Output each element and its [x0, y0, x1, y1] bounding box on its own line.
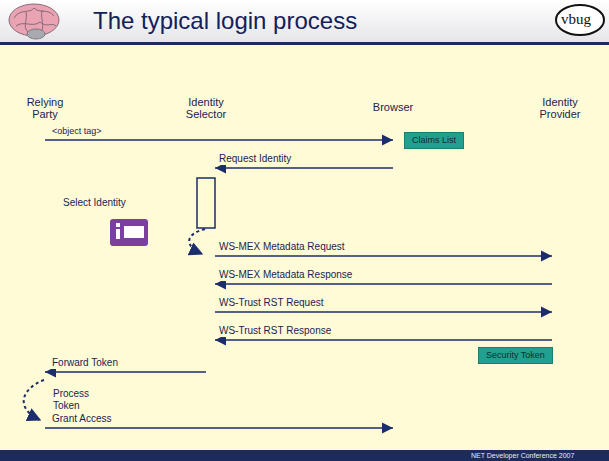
message-arrow — [45, 139, 393, 141]
message-arrow — [45, 371, 206, 373]
node-text: Browser — [363, 101, 423, 113]
footer-bar — [0, 450, 609, 461]
self-call-arrow — [24, 380, 44, 420]
title-rule — [0, 42, 609, 45]
message-label: WS-MEX Metadata Response — [218, 269, 353, 281]
step-note: Process Token — [52, 388, 96, 412]
slide-title: The typical login process — [92, 7, 358, 35]
node-text: Relying Party — [19, 96, 71, 120]
message-arrow — [45, 427, 393, 429]
message-label: <object tag> — [51, 125, 103, 137]
title-bar — [0, 0, 609, 42]
message-label: Request Identity — [218, 153, 292, 165]
message-arrow — [215, 255, 552, 257]
message-label: Forward Token — [51, 357, 119, 369]
message-label: WS-Trust RST Response — [218, 325, 332, 337]
message-label: Grant Access — [51, 413, 112, 425]
node-text: Claims List — [412, 135, 456, 146]
node-text: Identity Selector — [175, 96, 237, 120]
footer-text: NET Developer Conference 2007 — [470, 451, 575, 460]
activation-box — [197, 178, 215, 228]
participant-label: Relying Party — [19, 96, 71, 120]
participant-label: Browser — [363, 101, 423, 113]
node-text: Identity Provider — [529, 96, 591, 120]
logo-oval — [556, 5, 604, 35]
message-arrow — [215, 283, 552, 285]
claims-box: Claims List — [404, 132, 464, 149]
message-arrow — [215, 311, 552, 313]
message-label: WS-Trust RST Request — [218, 297, 324, 309]
card-icon — [110, 219, 148, 246]
node-text: Security Token — [486, 350, 545, 361]
message-arrow — [215, 339, 552, 341]
message-arrow — [215, 167, 393, 169]
brain-icon — [9, 4, 59, 39]
logo-text: vbug — [560, 11, 592, 28]
participant-label: Identity Provider — [529, 96, 591, 120]
message-label: WS-MEX Metadata Request — [218, 241, 346, 253]
participant-label: Identity Selector — [175, 96, 237, 120]
step-note: Select Identity — [62, 197, 127, 209]
token-box: Security Token — [478, 347, 553, 364]
self-call-arrow — [189, 229, 205, 254]
